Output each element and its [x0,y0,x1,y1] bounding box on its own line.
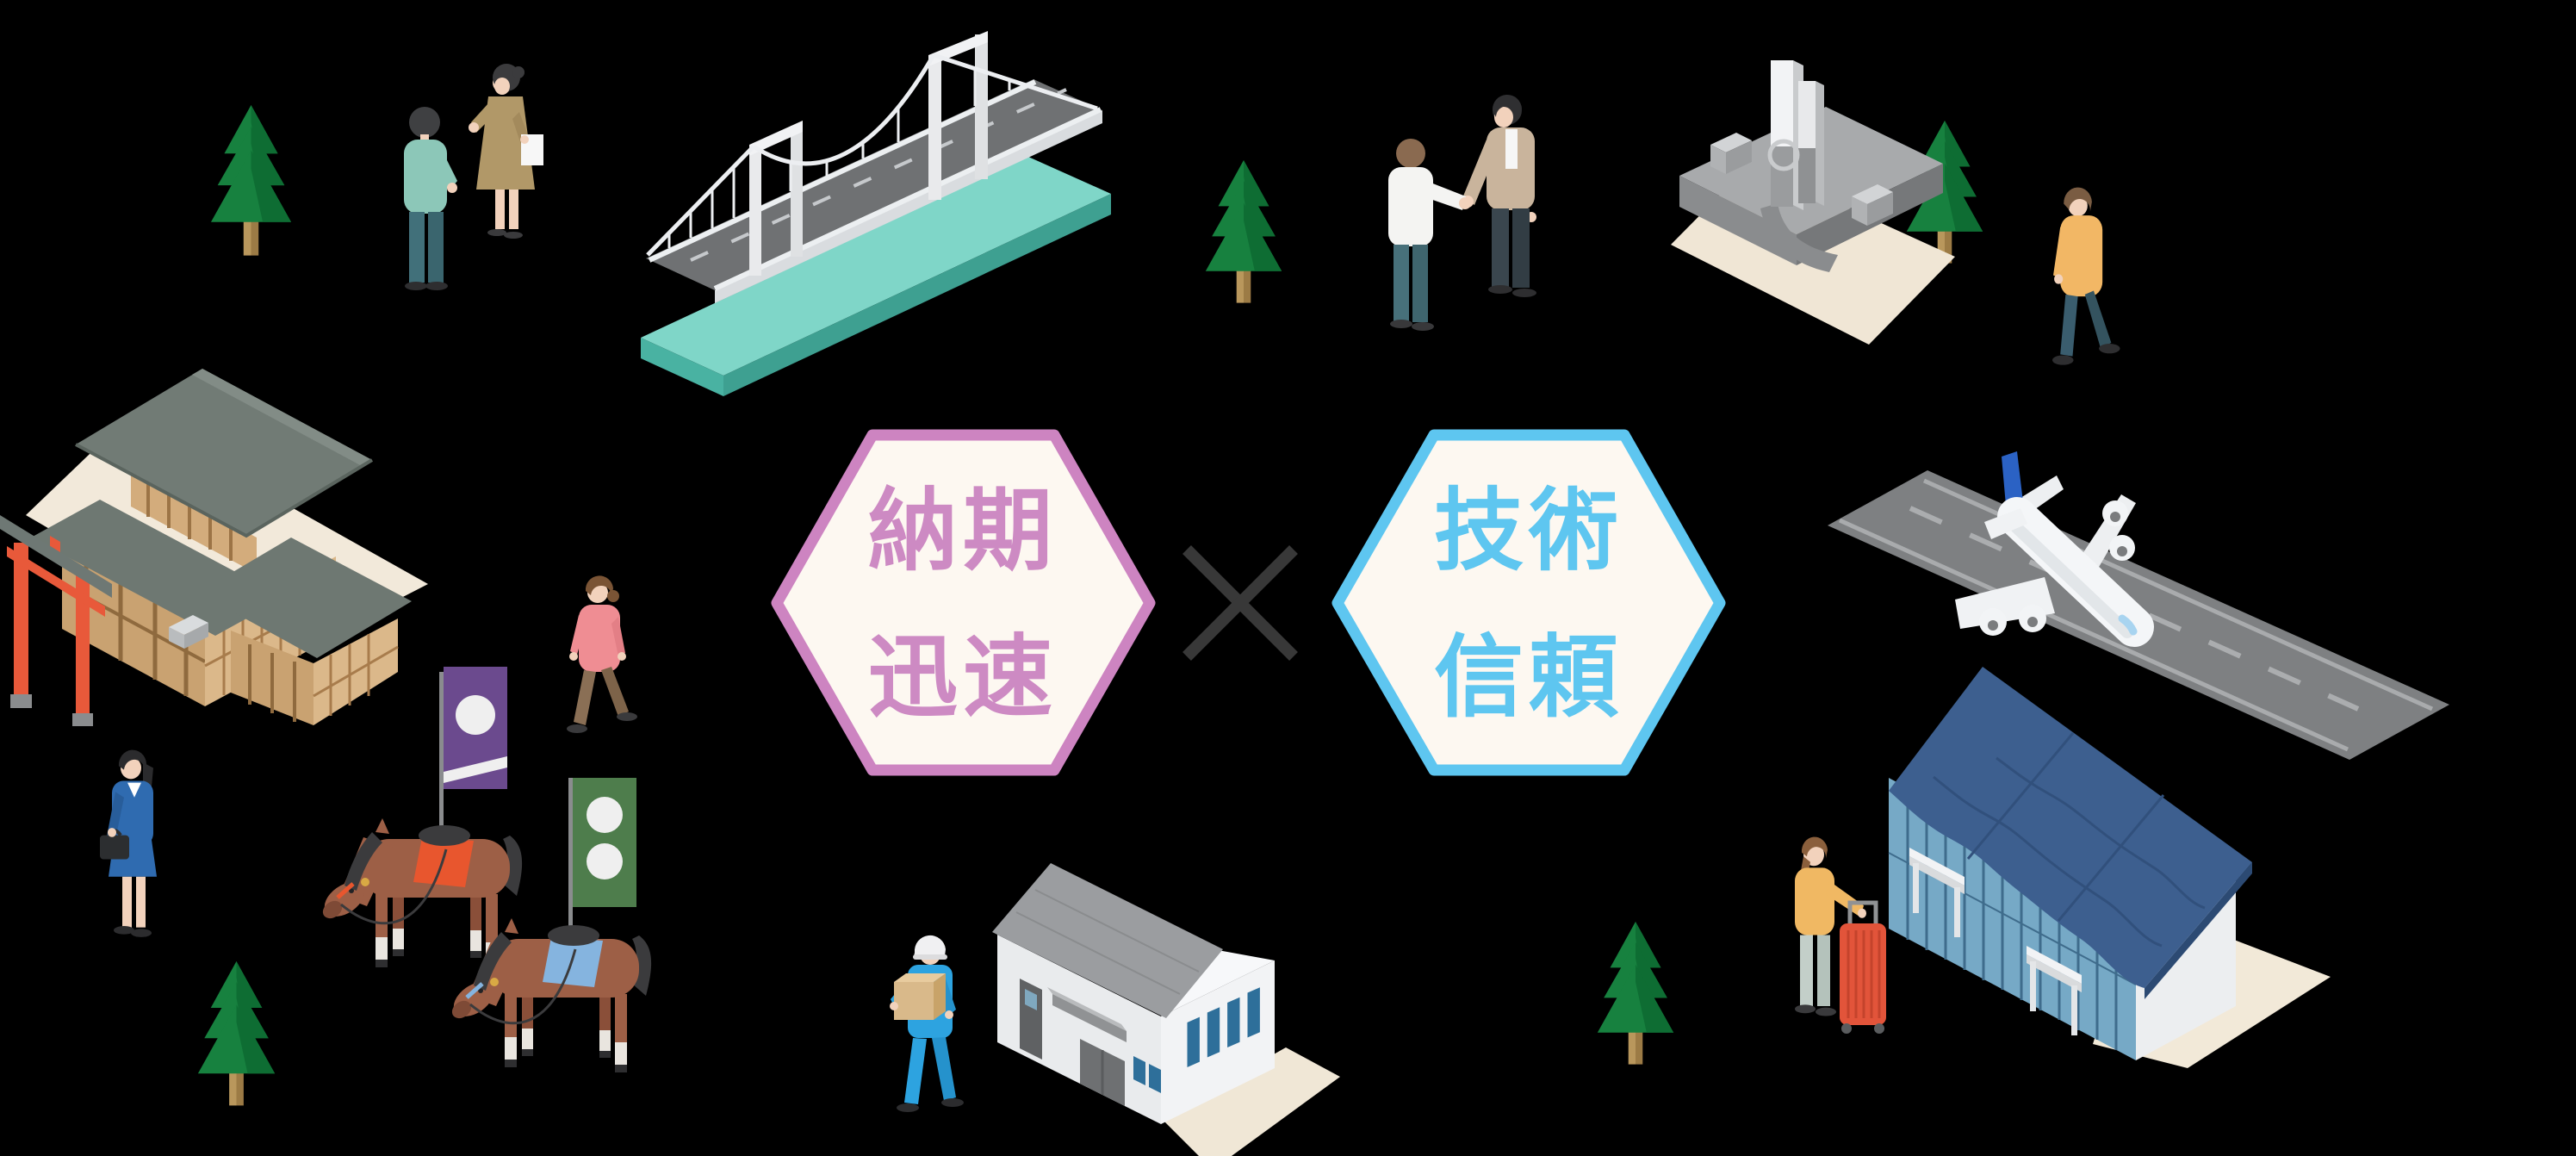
consult-pair-illustration [404,64,543,290]
badge-left-line2: 迅速 [868,625,1058,730]
pink-walker-illustration [567,575,637,733]
badge-left-shape [771,429,1156,776]
airplane-icon [1955,451,2154,647]
badge-right-line2: 信頼 [1434,625,1623,730]
warehouse-illustration [992,863,1340,1156]
badge-left-hexagon: 納期 迅速 [771,429,1156,776]
walker-illustration [2052,187,2120,365]
bridge-illustration [641,31,1111,396]
traveler-illustration [1795,836,1886,1034]
pine-tree-icon [197,961,276,1106]
badge-right-line1: 技術 [1434,478,1623,583]
terminal-illustration [1888,667,2331,1068]
badge-right-shape [1331,429,1726,776]
shrine-illustration [0,369,428,726]
pine-tree-icon [210,105,292,256]
worker-illustration [890,935,964,1112]
separator-stroke-2 [1182,545,1298,661]
handshake-pair-illustration [1388,94,1536,331]
monument-illustration [1671,60,1955,345]
horse-blue [451,778,652,1072]
horse-orange [322,667,523,973]
suitcase-icon [1840,900,1886,1034]
horses-illustration [322,667,652,1072]
pine-tree-icon [1205,160,1282,303]
runway-illustration [1828,451,2449,760]
badge-left-line1: 納期 [868,478,1058,583]
pine-tree-icon [1597,922,1674,1065]
badge-right-hexagon: 技術 信頼 [1331,429,1726,776]
torii-gate-icon [0,515,112,726]
businesswoman-illustration [100,749,157,937]
multiply-separator [1182,545,1298,661]
